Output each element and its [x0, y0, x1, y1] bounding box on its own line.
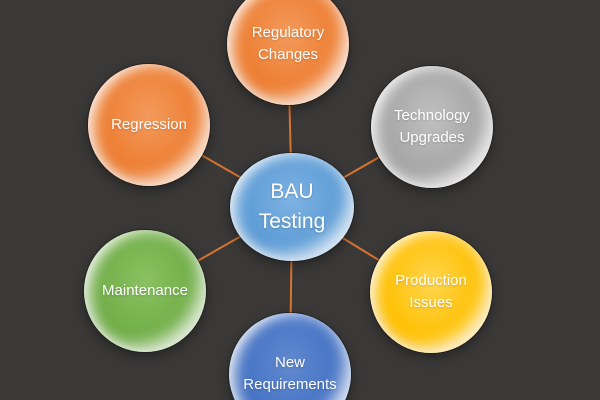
node-maintenance: Maintenance — [84, 230, 206, 352]
node-label: Maintenance — [102, 282, 188, 300]
node-bau-testing: BAU Testing — [230, 153, 354, 261]
node-production-issues: Production Issues — [370, 231, 492, 353]
node-label: BAU Testing — [258, 179, 326, 233]
node-technology-upgrades: Technology Upgrades — [371, 66, 493, 188]
node-regulatory-changes: Regulatory Changes — [227, 0, 349, 105]
node-label: Regulatory Changes — [251, 24, 325, 63]
node-label: Regression — [111, 116, 187, 134]
node-label: Production Issues — [395, 272, 467, 311]
node-regression: Regression — [88, 64, 210, 186]
node-label: New Requirements — [243, 354, 337, 393]
node-label: Technology Upgrades — [394, 107, 470, 146]
